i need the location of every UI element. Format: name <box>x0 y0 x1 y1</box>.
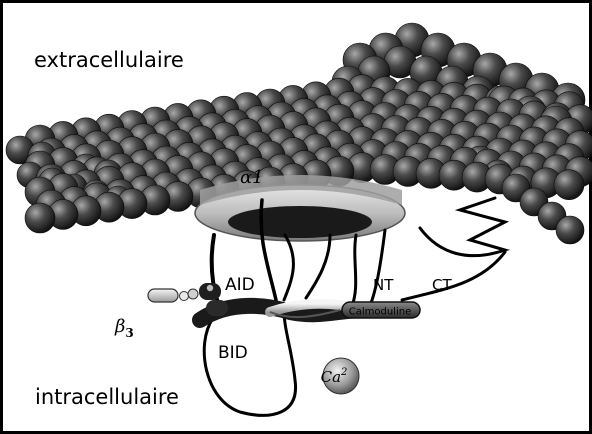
alpha1-label: α1 <box>240 167 264 188</box>
calmodulin: Calmoduline <box>342 302 420 318</box>
intracellular-label: intracellulaire <box>35 385 179 409</box>
bid-label: BID <box>218 343 248 363</box>
beta3-highlight <box>207 285 213 291</box>
calmodulin-label: Calmoduline <box>349 307 411 318</box>
ct-label: CT <box>432 276 452 294</box>
lipid-sphere <box>25 203 55 233</box>
beta3-bead-a <box>180 292 189 301</box>
lipid-sphere <box>556 216 584 244</box>
beta3-tip <box>148 289 178 302</box>
channel-pore <box>228 206 372 238</box>
beta3-domain-b <box>206 300 228 316</box>
alpha1-channel <box>195 175 405 241</box>
beta3-bead-b <box>188 289 198 299</box>
aid-label: AID <box>225 275 255 295</box>
extracellular-label: extracellulaire <box>34 48 184 72</box>
nt-label: NT <box>373 276 394 294</box>
lipid-sphere <box>554 170 584 200</box>
